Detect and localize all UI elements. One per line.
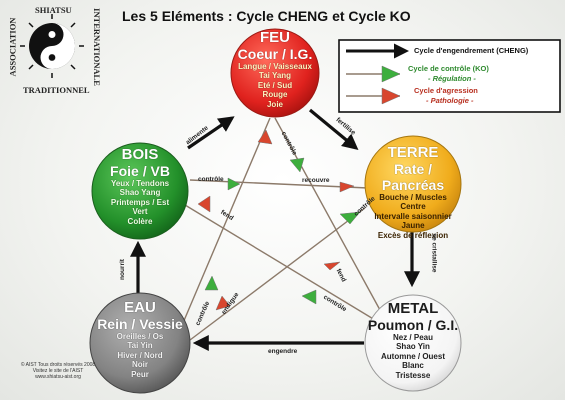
- legend-agr-label: Cycle d'agression: [414, 86, 478, 95]
- ko-arrow-eau-feu: [204, 275, 219, 291]
- eau-line: Noir: [132, 360, 148, 370]
- metal-line: Blanc: [402, 361, 424, 371]
- node-metal: METAL Poumon / G.I. Nez / Peau Shao Yin …: [365, 301, 461, 380]
- cheng-bois-feu: [187, 116, 235, 150]
- star-line-terre-eau: [189, 207, 366, 341]
- terre-name: TERRE: [387, 144, 439, 161]
- metal-name: METAL: [387, 300, 439, 317]
- eau-line: Tai Yin: [127, 341, 153, 351]
- page-title: Les 5 Eléments : Cycle CHENG et Cycle KO: [122, 8, 411, 24]
- bois-name: BOIS: [121, 146, 159, 163]
- feu-line: Langue / Vaisseaux: [238, 62, 312, 71]
- eau-line: Oreilles / Os: [116, 332, 164, 341]
- feu-line: Rouge: [262, 90, 288, 100]
- eau-line: Hiver / Nord: [117, 350, 163, 360]
- star-line-bois-terre: [189, 179, 369, 189]
- ko-arrows: [204, 157, 361, 305]
- copyright: © AIST Tous droits réservés 2008 Visitez…: [8, 362, 108, 380]
- legend-ko-sub: - Régulation -: [428, 74, 476, 83]
- bois-line: Printemps / Est: [110, 197, 170, 207]
- terre-line: Intervalle saisonnier: [374, 211, 452, 221]
- agr-arrow-metal-feu: [257, 129, 273, 145]
- circle-bois: [91, 142, 189, 240]
- circle-feu: [230, 28, 320, 118]
- logo-sun-rays: [20, 14, 84, 78]
- logo-bottom-text: TRADITIONNEL: [23, 85, 90, 95]
- star-line-feu-eau: [179, 117, 271, 331]
- legend-ko-arrowhead: [381, 65, 401, 83]
- ko-arrow-metal-bois: [301, 289, 317, 305]
- ko-arrow-bois-terre: [227, 177, 241, 191]
- cheng-arrows: [130, 108, 420, 351]
- feu-line: Joie: [266, 99, 283, 109]
- logo-left-text: ASSOCIATION: [7, 17, 18, 77]
- cheng-feu-terre: [308, 108, 359, 151]
- legend-agr-arrowhead: [381, 87, 401, 105]
- bois-line: Shao Yang: [119, 188, 161, 198]
- metal-line: Shao Yin: [396, 342, 430, 352]
- node-bois: BOIS Foie / VB Yeux / Tendons Shao Yang …: [92, 147, 188, 226]
- star-line-bois-metal: [184, 204, 376, 321]
- agr-arrow-eau-terre: [323, 261, 341, 271]
- agr-arrow-terre-bois: [339, 181, 355, 193]
- edge-label-terre-bois: recouvre: [302, 177, 330, 184]
- metal-line: Nez / Peau: [392, 333, 433, 342]
- bois-line: Vert: [132, 207, 148, 217]
- agr-arrows: [197, 129, 355, 311]
- terre-line: Centre: [400, 202, 426, 212]
- feu-line: Tai Yang: [258, 71, 292, 81]
- terre-line: Excès de réflexion: [377, 230, 449, 240]
- eau-line: Peur: [131, 369, 149, 379]
- terre-line: Bouche / Muscles: [379, 193, 447, 202]
- agr-arrow-metal-bois: [197, 195, 211, 213]
- bois-line: Yeux / Tendons: [110, 179, 170, 188]
- logo-top-text: SHIATSU: [35, 5, 72, 15]
- agr-arrow-feu-eau: [215, 295, 231, 311]
- feu-line: Eté / Sud: [257, 80, 293, 90]
- edge-label-eau-bois: nourrit: [118, 259, 126, 280]
- logo-right-text: INTERNATIONALE: [91, 8, 102, 86]
- terre-organs: Rate / Pancréas: [381, 161, 445, 193]
- ko-arrow-feu-metal: [289, 157, 305, 173]
- copyright-line: www.shiatsu-aist.org: [35, 374, 81, 380]
- circle-terre: [364, 135, 462, 233]
- metal-organs: Poumon / G.I.: [367, 317, 459, 333]
- metal-line: Tristesse: [395, 370, 431, 380]
- legend-cheng-label: Cycle d'engendrement (CHENG): [414, 46, 529, 55]
- legend-agr-sub: - Pathologie -: [426, 96, 474, 105]
- feu-name: FEU: [260, 29, 290, 46]
- bois-line: Colère: [127, 216, 153, 226]
- legend-ko-label: Cycle de contrôle (KO): [408, 64, 489, 73]
- circle-eau: [89, 292, 191, 394]
- circle-metal: [364, 294, 462, 392]
- node-terre: TERRE Rate / Pancréas Bouche / Muscles C…: [364, 145, 462, 240]
- feu-organs: Coeur / I.G.: [237, 46, 313, 62]
- node-feu: FEU Coeur / I.G. Langue / Vaisseaux Tai …: [231, 30, 319, 109]
- copyright-line: © AIST Tous droits réservés 2008: [20, 362, 96, 368]
- eau-organs: Rein / Vessie: [97, 316, 183, 332]
- edge-label-metal-eau: engendre: [268, 348, 298, 355]
- eau-name: EAU: [124, 299, 156, 316]
- node-eau: EAU Rein / Vessie Oreilles / Os Tai Yin …: [90, 300, 190, 379]
- edge-label-bois-terre: contrôle: [198, 176, 224, 183]
- star-line-feu-metal: [274, 117, 381, 311]
- star-lines: [179, 117, 381, 341]
- metal-line: Automne / Ouest: [380, 351, 445, 361]
- edge-label-terre-metal: se cristallise: [430, 233, 438, 273]
- terre-line: Jaune: [401, 221, 425, 231]
- ko-arrow-terre-eau: [339, 211, 361, 225]
- bois-organs: Foie / VB: [110, 163, 170, 179]
- association-logo: [20, 14, 84, 78]
- copyright-line: Visitez le site de l'AIST: [32, 368, 84, 374]
